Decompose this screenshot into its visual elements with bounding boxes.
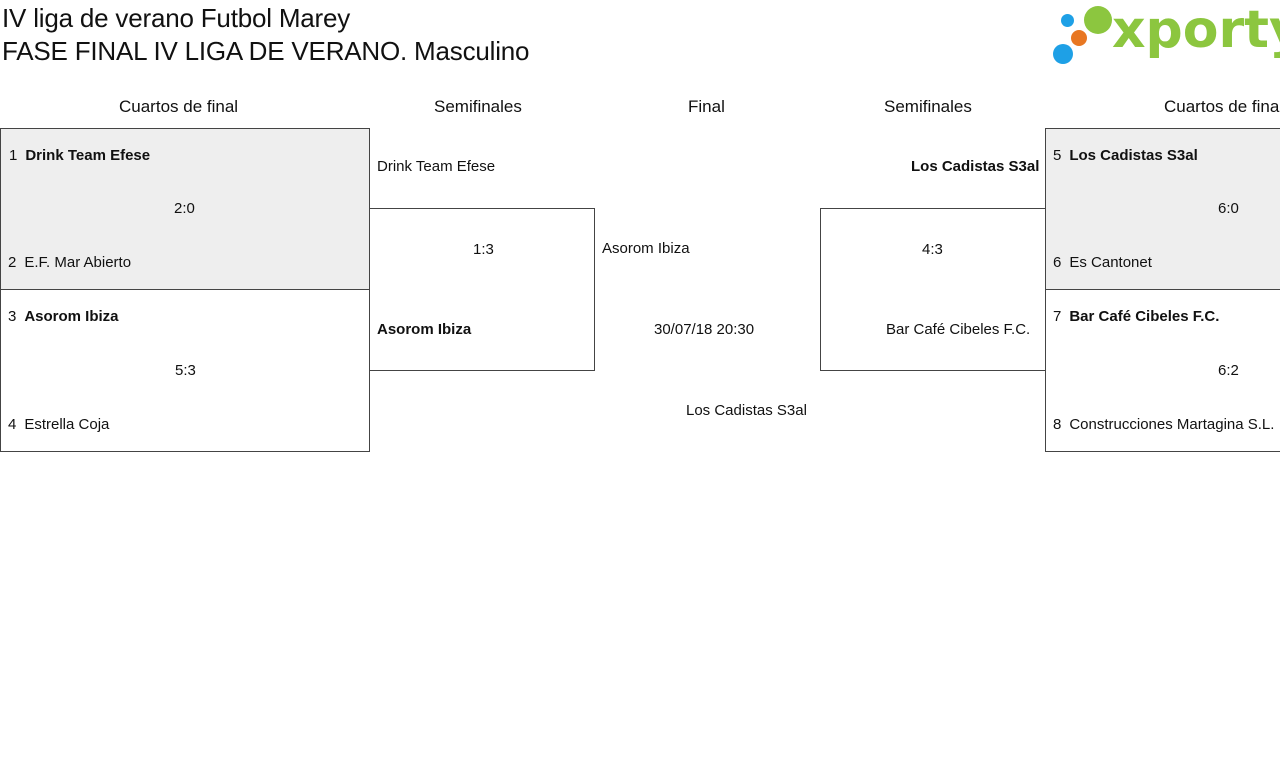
match-team-a: 1 Drink Team Efese xyxy=(9,146,150,166)
column-title-left-semis: Semifinales xyxy=(434,97,522,116)
column-title-right-semis: Semifinales xyxy=(884,97,972,116)
logo-wordmark: xporty xyxy=(1112,0,1280,60)
left-semifinal-match[interactable]: 1:3 Asorom Ibiza xyxy=(369,208,595,371)
final-team-b: Los Cadistas S3al xyxy=(686,402,807,419)
page-title: IV liga de verano Futbol Marey xyxy=(2,3,351,33)
final-team-a: Asorom Ibiza xyxy=(602,240,690,257)
seed-number: 5 xyxy=(1053,147,1062,164)
team-name: Drink Team Efese xyxy=(25,147,151,164)
logo-dot-blue-large xyxy=(1053,44,1073,64)
xporty-logo[interactable]: xporty xyxy=(1050,0,1280,68)
seed-number: 4 xyxy=(8,416,17,433)
team-name: Construcciones Martagina S.L. xyxy=(1069,416,1275,433)
page-subtitle: FASE FINAL IV LIGA DE VERANO. Masculino xyxy=(2,36,530,66)
team-name: Estrella Coja xyxy=(24,416,110,433)
seed-number: 8 xyxy=(1053,416,1062,433)
match-score: 6:0 xyxy=(1218,200,1239,217)
match-team-b: 8 Construcciones Martagina S.L. xyxy=(1053,415,1274,435)
column-title-left-quarters: Cuartos de final xyxy=(119,97,239,116)
team-name: Asorom Ibiza xyxy=(24,308,119,325)
seed-number: 6 xyxy=(1053,254,1062,271)
left-semifinal-team-a: Drink Team Efese xyxy=(377,158,496,175)
match-team-b: Bar Café Cibeles F.C. xyxy=(886,321,1031,338)
column-title-final: Final xyxy=(688,97,725,116)
match-team-b: 2 E.F. Mar Abierto xyxy=(8,253,131,273)
match-score: 6:2 xyxy=(1218,362,1239,379)
match-team-b: Asorom Ibiza xyxy=(377,321,472,338)
seed-number: 3 xyxy=(8,308,17,325)
team-name: Los Cadistas S3al xyxy=(1069,147,1198,164)
match-team-b: 4 Estrella Coja xyxy=(8,415,109,435)
team-name: E.F. Mar Abierto xyxy=(24,254,132,271)
match-score: 4:3 xyxy=(922,241,943,258)
match-team-a: 3 Asorom Ibiza xyxy=(8,307,119,327)
match-team-a: 7 Bar Café Cibeles F.C. xyxy=(1053,307,1219,327)
right-semifinal-match[interactable]: 4:3 Bar Café Cibeles F.C. xyxy=(820,208,1046,371)
quarterfinal-match-4[interactable]: 7 Bar Café Cibeles F.C. 6:2 8 Construccion… xyxy=(1045,289,1280,452)
seed-number: 2 xyxy=(8,254,17,271)
right-semifinal-team-a: Los Cadistas S3al xyxy=(911,158,1040,175)
logo-dot-green xyxy=(1084,6,1112,34)
quarterfinal-match-1[interactable]: 1 Drink Team Efese 2:0 2 E.F. Mar Abierto xyxy=(0,128,370,290)
match-score: 1:3 xyxy=(473,241,494,258)
match-team-a: 5 Los Cadistas S3al xyxy=(1053,146,1198,166)
final-datetime: 30/07/18 20:30 xyxy=(654,321,755,338)
team-name: Es Cantonet xyxy=(1069,254,1152,271)
column-title-right-quarters: Cuartos de final xyxy=(1164,97,1280,116)
match-score: 5:3 xyxy=(175,362,196,379)
logo-dot-orange xyxy=(1071,30,1087,46)
match-score: 2:0 xyxy=(174,200,195,217)
match-team-b: 6 Es Cantonet xyxy=(1053,253,1152,273)
quarterfinal-match-3[interactable]: 5 Los Cadistas S3al 6:0 6 Es Cantonet xyxy=(1045,128,1280,290)
seed-number: 7 xyxy=(1053,308,1062,325)
quarterfinal-match-2[interactable]: 3 Asorom Ibiza 5:3 4 Estrella Coja xyxy=(0,289,370,452)
team-name: Bar Café Cibeles F.C. xyxy=(1069,308,1220,325)
seed-number: 1 xyxy=(9,147,18,164)
logo-dot-blue-small xyxy=(1061,14,1074,27)
